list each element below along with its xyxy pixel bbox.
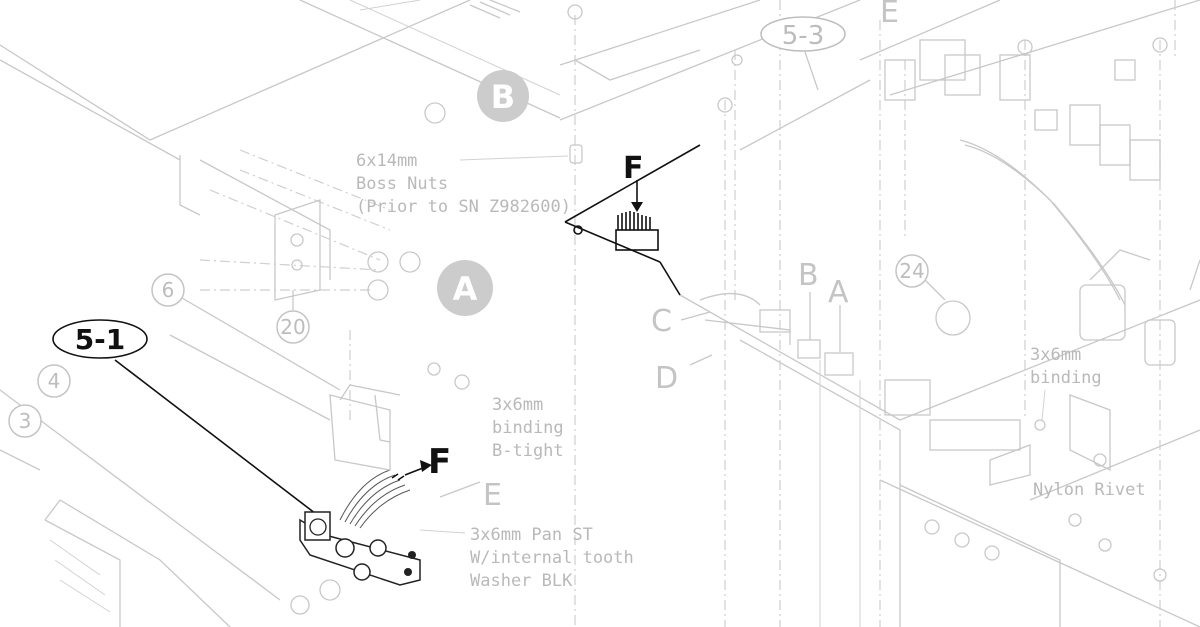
- letter-c: C: [651, 304, 672, 339]
- note-pan-st-2: W/internal tooth: [470, 548, 634, 568]
- note-nylon-rivet: Nylon Rivet: [1033, 480, 1146, 500]
- assembly-dashed-lines: [199, 0, 1176, 627]
- note-binding-3: B-tight: [492, 441, 564, 461]
- boss-nut-icon: [569, 144, 583, 164]
- callout-5-1-label: 5-1: [75, 323, 126, 356]
- note-boss-nuts-2: Boss Nuts: [356, 174, 448, 194]
- screw-icon: [1034, 419, 1046, 431]
- board-5-1: [299, 384, 432, 586]
- note-binding-2: binding: [492, 418, 564, 438]
- jack-icon: [353, 563, 371, 581]
- chassis-top-panel: [0, 0, 561, 280]
- note-binding-1: 3x6mm: [492, 395, 543, 415]
- connector-cable-f: [564, 144, 701, 296]
- chassis-front-rail: [679, 294, 1200, 627]
- rivet-icon: [1068, 513, 1082, 527]
- washer-icon: [399, 251, 421, 273]
- connector-f-icon: [615, 229, 659, 251]
- callout-b: B: [491, 78, 515, 116]
- bracket-20: [274, 199, 321, 301]
- callout-5-1-ellipse: [52, 319, 148, 359]
- knob-icon: [319, 579, 341, 601]
- right-side-components: [884, 39, 1200, 486]
- letter-d: D: [655, 361, 678, 396]
- washer-icon: [367, 251, 389, 273]
- connector-letters: F F E E C D B A: [428, 0, 899, 513]
- letter-f-bottom: F: [428, 442, 451, 482]
- faint-hardware: [290, 4, 1168, 615]
- callout-a: A: [453, 270, 478, 308]
- callout-5-3-ellipse: [760, 16, 846, 52]
- callout-3: 3: [19, 409, 32, 433]
- screw-icon: [424, 102, 446, 124]
- chassis-mid-shelf: [559, 0, 1200, 151]
- callout-20: 20: [280, 315, 305, 339]
- jack-icon: [369, 539, 387, 557]
- faint-notes: 6x14mm Boss Nuts (Prior to SN Z982600) 3…: [356, 151, 1146, 591]
- callout-24: 24: [899, 259, 924, 283]
- screw-icon: [427, 362, 441, 376]
- rubber-foot-icon: [935, 300, 971, 336]
- leader-5-1: [114, 359, 321, 518]
- faint-connectors: [439, 292, 854, 498]
- letter-e-bottom: E: [483, 478, 502, 513]
- note-pan-st-3: Washer BLK: [470, 571, 573, 591]
- letter-a: A: [828, 275, 849, 310]
- screw-icon: [567, 4, 583, 20]
- note-boss-nuts-3: (Prior to SN Z982600): [356, 197, 571, 217]
- screw-icon: [717, 97, 733, 113]
- letter-f-top: F: [623, 151, 644, 186]
- callout-5-3-label: 5-3: [782, 21, 824, 51]
- note-binding-right-1: 3x6mm: [1030, 345, 1081, 365]
- chassis-left-base: [0, 334, 331, 627]
- letter-e-top: E: [880, 0, 899, 30]
- screw-icon: [1017, 39, 1033, 55]
- number-callouts: 20 6 4 3 24 B A: [8, 70, 946, 438]
- screw-icon: [454, 374, 470, 390]
- screw-icon: [1093, 453, 1107, 467]
- screw-icon: [1098, 538, 1112, 552]
- screw-icon: [1153, 568, 1167, 582]
- leader-5-3: [804, 51, 819, 91]
- note-boss-nuts-1: 6x14mm: [356, 151, 417, 171]
- note-binding-right-2: binding: [1030, 368, 1102, 388]
- washer-icon: [367, 279, 389, 301]
- callout-6: 6: [162, 278, 175, 302]
- callout-4: 4: [48, 369, 61, 393]
- jack-icon: [335, 538, 355, 558]
- screw-icon: [731, 54, 743, 66]
- note-pan-st-1: 3x6mm Pan ST: [470, 525, 593, 545]
- screw-icon: [1152, 37, 1168, 53]
- knob-icon: [290, 595, 310, 615]
- letter-b: B: [798, 258, 819, 293]
